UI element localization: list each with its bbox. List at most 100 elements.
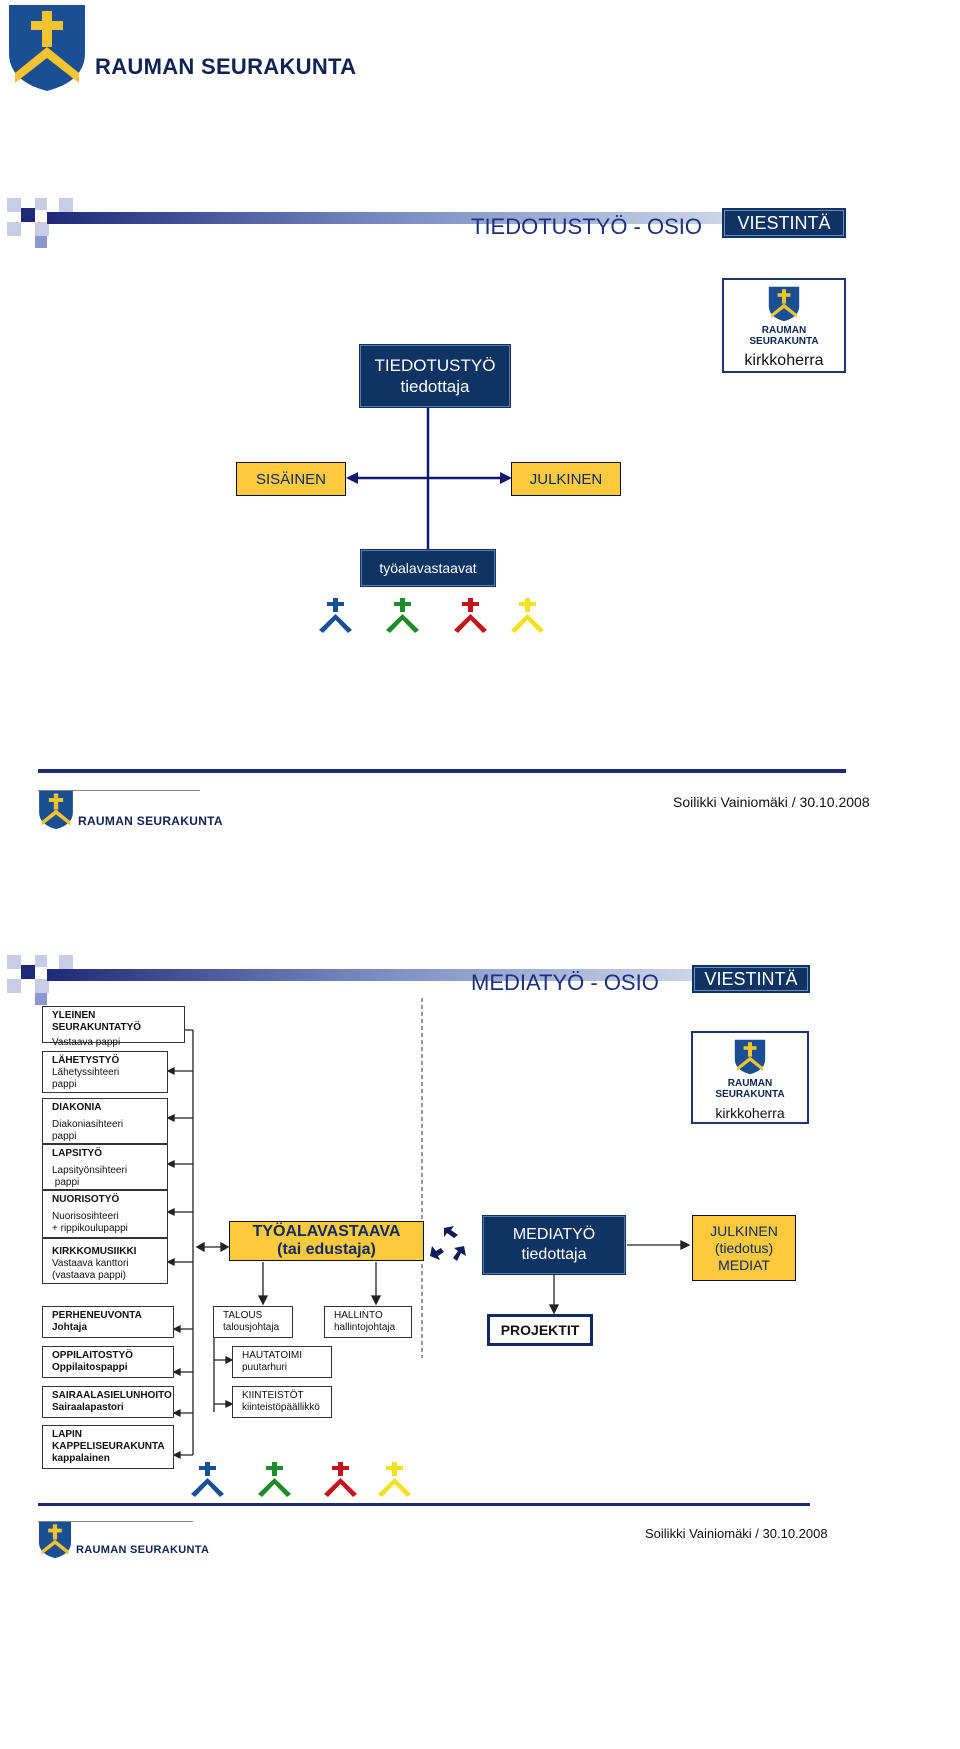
slide1-crosses xyxy=(318,598,548,634)
unit-line: Diakoniasihteeri xyxy=(52,1119,124,1130)
green-cross-icon xyxy=(386,598,419,633)
unit-talous: TALOUS talousjohtaja xyxy=(213,1306,293,1338)
julkinen-title: JULKINEN xyxy=(710,1222,778,1239)
kirkkoherra-label: kirkkoherra xyxy=(715,1105,785,1121)
shield-icon xyxy=(734,1039,766,1075)
julkinen-mediat-box: JULKINEN (tiedotus) MEDIAT xyxy=(692,1215,796,1281)
yellow-cross-icon xyxy=(511,598,544,633)
unit-title: NUORISOTYÖ xyxy=(52,1194,120,1205)
unit-line: Lapsityönsihteeri xyxy=(52,1165,128,1176)
julkinen-subtitle: (tiedotus) xyxy=(714,1239,774,1256)
unit-title: HALLINTO xyxy=(334,1310,383,1321)
tyoalavastaava-title: TYÖALAVASTAAVA xyxy=(252,1223,401,1240)
slide2-footer-rule xyxy=(38,1503,810,1506)
mediatyo-role: tiedottaja xyxy=(521,1246,587,1263)
unit-line: Nuorisosihteeri xyxy=(52,1211,119,1222)
unit-line: kiinteistöpäällikkö xyxy=(242,1402,320,1413)
sisainen-box: SISÄINEN xyxy=(236,462,346,496)
unit-title: LAPSITYÖ xyxy=(52,1148,103,1159)
tiedotustyo-role: tiedottaja xyxy=(400,377,470,396)
slide2-crosses xyxy=(190,1462,420,1498)
unit-line: talousjohtaja xyxy=(223,1322,280,1333)
unit-title: OPPILAITOSTYÖ xyxy=(52,1350,133,1361)
slide1-footer-text: Soilikki Vainiomäki / 30.10.2008 xyxy=(673,794,870,810)
julkinen-box: JULKINEN xyxy=(511,462,621,496)
unit-title: LAPIN xyxy=(52,1429,82,1440)
unit-sairaalasielunhoito: SAIRAALASIELUNHOITO Sairaalapastori xyxy=(42,1386,174,1418)
slide1-header-decoration xyxy=(7,198,847,250)
logo-text-line1: RAUMAN xyxy=(761,325,807,336)
unit-line: KAPPELISEURAKUNTA xyxy=(52,1441,165,1452)
top-brand-name: RAUMAN SEURAKUNTA xyxy=(95,54,357,79)
slide2-header-decoration xyxy=(7,955,847,1007)
unit-title: PERHENEUVONTA xyxy=(52,1310,142,1321)
tyoalavastaavat-box: työalavastaavat xyxy=(360,549,496,587)
unit-lapin-kappeliseurakunta: LAPIN KAPPELISEURAKUNTA kappalainen xyxy=(42,1425,174,1469)
unit-line: pappi xyxy=(52,1177,80,1188)
unit-title: DIAKONIA xyxy=(52,1102,102,1113)
tyoalavastaava-subtitle: (tai edustaja) xyxy=(277,1241,376,1258)
unit-line: (vastaava pappi) xyxy=(52,1270,126,1281)
unit-kiinteistot: KIINTEISTÖT kiinteistöpäällikkö xyxy=(232,1386,332,1418)
unit-title: LÄHETYSTYÖ xyxy=(52,1055,120,1066)
unit-title: KIINTEISTÖT xyxy=(242,1390,304,1401)
unit-line: + rippikoulupappi xyxy=(52,1223,128,1234)
yellow-cross-icon xyxy=(378,1462,411,1497)
green-cross-icon xyxy=(258,1462,291,1497)
logo-text-line1: RAUMAN xyxy=(727,1078,773,1089)
blue-cross-icon xyxy=(191,1462,224,1497)
unit-lapsityo: LAPSITYÖ Lapsityönsihteeri pappi xyxy=(42,1144,168,1190)
unit-line: pappi xyxy=(52,1079,77,1090)
unit-line: Johtaja xyxy=(52,1322,88,1333)
unit-hautatoimi: HAUTATOIMI puutarhuri xyxy=(232,1346,332,1378)
unit-line: pappi xyxy=(52,1131,77,1142)
unit-oppilaitostyo: OPPILAITOSTYÖ Oppilaitospappi xyxy=(42,1346,174,1378)
slide1-footer-shield-icon xyxy=(38,790,74,830)
tiedotustyo-box: TIEDOTUSTYÖ tiedottaja xyxy=(359,344,511,408)
projektit-box: PROJEKTIT xyxy=(487,1314,593,1346)
slide1-footer-rule xyxy=(38,769,846,773)
unit-line: Sairaalapastori xyxy=(52,1402,124,1413)
blue-cross-icon xyxy=(319,598,352,633)
top-logo-shield-icon xyxy=(7,3,87,93)
slide1-badge: VIESTINTÄ xyxy=(722,208,846,238)
unit-yleinen-seurakuntatyo: YLEINEN SEURAKUNTATYÖ Vastaava pappi xyxy=(42,1006,185,1048)
unit-kirkkomusiikki: KIRKKOMUSIIKKI Vastaava kanttori (vastaa… xyxy=(42,1238,168,1284)
unit-title: HAUTATOIMI xyxy=(242,1350,302,1361)
slide2-footer-shield-icon xyxy=(38,1521,72,1559)
unit-line: Vastaava pappi xyxy=(52,1037,121,1048)
unit-line: Lähetyssihteeri xyxy=(52,1067,120,1078)
unit-lahetystyo: LÄHETYSTYÖ Lähetyssihteeri pappi xyxy=(42,1051,168,1093)
mediatyo-title: MEDIATYÖ xyxy=(512,1226,596,1243)
unit-line: hallintojohtaja xyxy=(334,1322,396,1333)
unit-title: SAIRAALASIELUNHOITO xyxy=(52,1390,172,1401)
slide2-footer-thin-rule xyxy=(38,1521,193,1522)
tiedotustyo-title: TIEDOTUSTYÖ xyxy=(374,356,496,375)
logo-text-line2: SEURAKUNTA xyxy=(715,1089,785,1100)
tyoalavastaava-box: TYÖALAVASTAAVA (tai edustaja) xyxy=(229,1221,424,1261)
slide2-footer-text: Soilikki Vainiomäki / 30.10.2008 xyxy=(645,1526,828,1541)
shield-icon xyxy=(768,286,800,322)
julkinen-mediat: MEDIAT xyxy=(718,1256,770,1273)
unit-title: TALOUS xyxy=(223,1310,263,1321)
cycle-arrows-icon xyxy=(428,1224,470,1264)
unit-hallinto: HALLINTO hallintojohtaja xyxy=(324,1306,412,1338)
slide1-footer-thin-rule xyxy=(38,790,200,791)
red-cross-icon xyxy=(324,1462,357,1497)
slide2-kirkkoherra-card: RAUMAN SEURAKUNTA kirkkoherra xyxy=(691,1031,809,1124)
unit-diakonia: DIAKONIA Diakoniasihteeri pappi xyxy=(42,1098,168,1144)
red-cross-icon xyxy=(454,598,487,633)
unit-nuorisotyo: NUORISOTYÖ Nuorisosihteeri + rippikoulup… xyxy=(42,1190,168,1238)
slide1-title: TIEDOTUSTYÖ - OSIO xyxy=(471,214,703,239)
slide1-kirkkoherra-card: RAUMAN SEURAKUNTA kirkkoherra xyxy=(722,278,846,373)
kirkkoherra-label: kirkkoherra xyxy=(744,352,824,369)
unit-line: kappalainen xyxy=(52,1453,110,1464)
mediatyo-box: MEDIATYÖ tiedottaja xyxy=(482,1215,626,1275)
slide2-badge: VIESTINTÄ xyxy=(692,965,810,993)
unit-title: KIRKKOMUSIIKKI xyxy=(52,1246,137,1257)
unit-line: puutarhuri xyxy=(242,1362,288,1373)
slide2-footer-brand: RAUMAN SEURAKUNTA xyxy=(76,1544,210,1556)
slide2-title: MEDIATYÖ - OSIO xyxy=(471,970,659,995)
unit-perheneuvonta: PERHENEUVONTA Johtaja xyxy=(42,1306,174,1338)
unit-line: Oppilaitospappi xyxy=(52,1362,128,1373)
